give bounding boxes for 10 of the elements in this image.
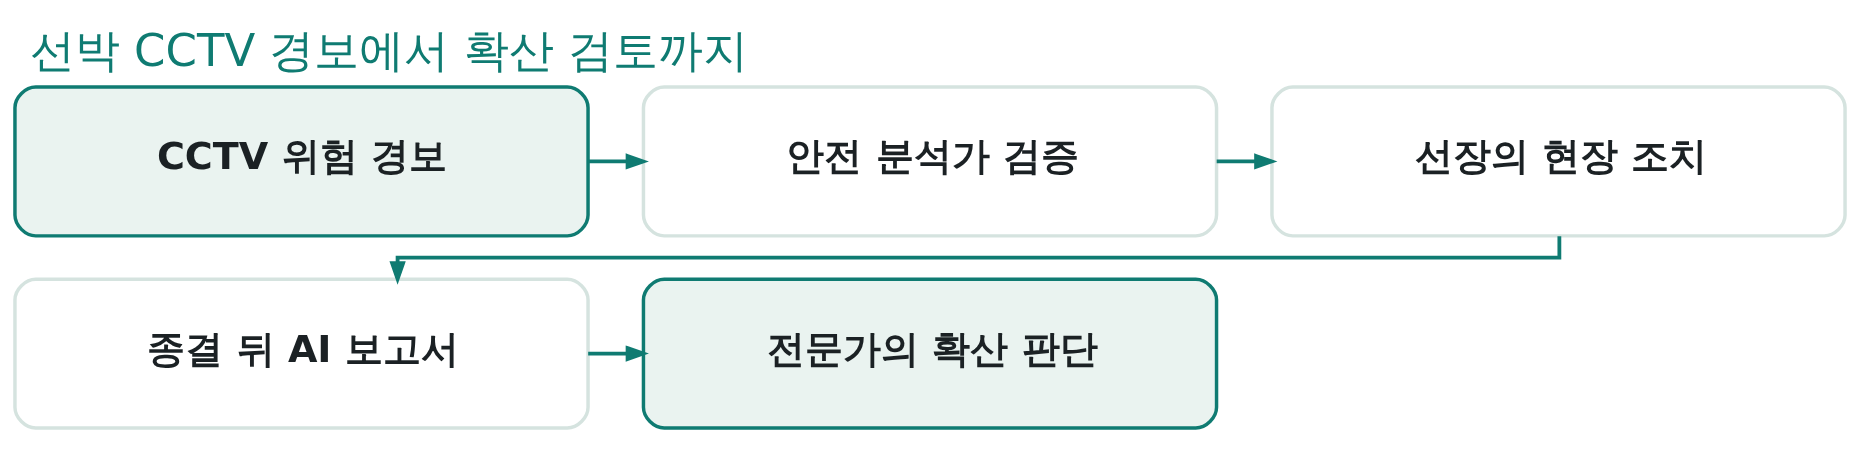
- node-box: 전문가의 확산 판단: [641, 276, 1219, 430]
- node-box: 안전 분석가 검증: [641, 84, 1219, 238]
- arrow: [1216, 152, 1278, 170]
- arrow: [588, 345, 649, 362]
- node-box: 선장의 현장 조치: [1270, 84, 1847, 238]
- arrow: [389, 235, 1562, 285]
- diagram-title: 선박 CCTV 경보에서 확산 검토까지: [29, 23, 749, 77]
- arrow: [588, 152, 649, 170]
- node-box: CCTV 위험 경보: [13, 84, 590, 238]
- node-box: 종결 뒤 AI 보고서: [13, 276, 590, 430]
